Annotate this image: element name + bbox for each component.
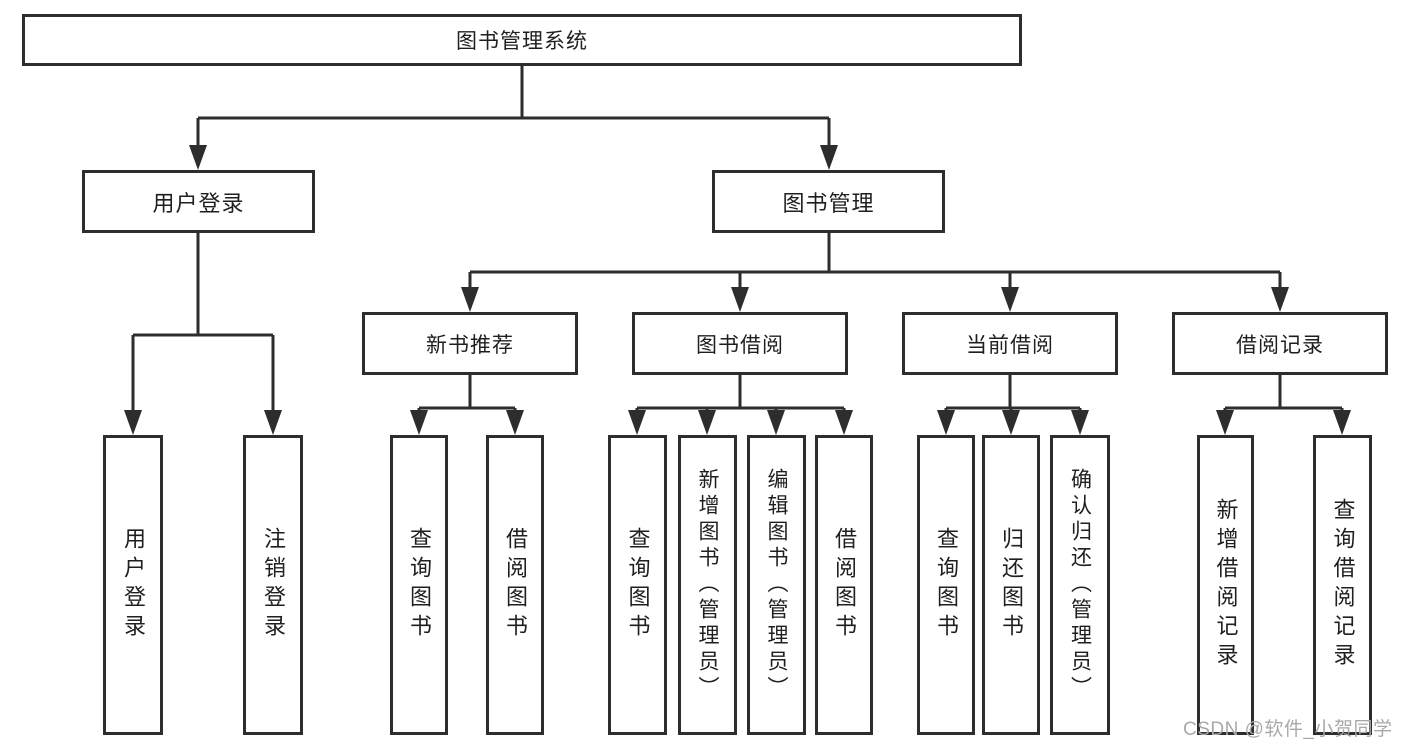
node-leaf-confirm-return-admin: 确认归还（管理员） — [1050, 435, 1110, 735]
node-leaf-return-book: 归还图书 — [982, 435, 1040, 735]
node-label: 用户登录 — [152, 190, 245, 216]
node-leaf-user-login: 用户登录 — [103, 435, 163, 735]
node-new-book-recommend: 新书推荐 — [362, 312, 578, 375]
node-current-borrow: 当前借阅 — [902, 312, 1118, 375]
node-label: 用户登录 — [121, 527, 146, 643]
node-label: 归还图书 — [999, 527, 1024, 643]
node-book-management: 图书管理 — [712, 170, 945, 233]
node-leaf-borrow-books: 借阅图书 — [815, 435, 873, 735]
node-label: 图书借阅 — [696, 333, 784, 357]
node-label: 借阅记录 — [1236, 333, 1324, 357]
watermark-text: CSDN @软件_小贺同学 — [1183, 719, 1393, 740]
node-label: 借阅图书 — [503, 527, 528, 643]
node-leaf-logout: 注销登录 — [243, 435, 303, 735]
node-user-login: 用户登录 — [82, 170, 315, 233]
node-leaf-edit-book-admin: 编辑图书（管理员） — [747, 435, 806, 735]
node-label: 借阅图书 — [832, 527, 857, 643]
node-label: 查询图书 — [625, 527, 651, 643]
node-label: 新书推荐 — [426, 333, 514, 357]
node-label: 图书管理系统 — [456, 30, 588, 53]
node-leaf-add-book-admin: 新增图书（管理员） — [678, 435, 737, 735]
node-label: 当前借阅 — [966, 333, 1054, 357]
node-book-borrow: 图书借阅 — [632, 312, 848, 375]
node-leaf-add-borrow-record: 新增借阅记录 — [1197, 435, 1254, 735]
node-leaf-query-books-borrow: 查询图书 — [608, 435, 667, 735]
node-label: 注销登录 — [261, 527, 286, 643]
node-leaf-query-books-recommend: 查询图书 — [390, 435, 448, 735]
node-label: 编辑图书（管理员） — [765, 468, 788, 702]
node-borrow-records: 借阅记录 — [1172, 312, 1388, 375]
node-label: 确认归还（管理员） — [1068, 468, 1092, 702]
node-leaf-query-borrow-record: 查询借阅记录 — [1313, 435, 1372, 735]
node-leaf-borrow-books-recommend: 借阅图书 — [486, 435, 544, 735]
node-leaf-query-books-current: 查询图书 — [917, 435, 975, 735]
node-label: 新增图书（管理员） — [696, 468, 719, 702]
node-label: 新增借阅记录 — [1213, 498, 1239, 672]
node-label: 查询借阅记录 — [1330, 498, 1356, 672]
node-label: 图书管理 — [782, 190, 875, 216]
node-system-root: 图书管理系统 — [22, 14, 1022, 66]
node-label: 查询图书 — [407, 527, 432, 643]
node-label: 查询图书 — [934, 527, 959, 643]
